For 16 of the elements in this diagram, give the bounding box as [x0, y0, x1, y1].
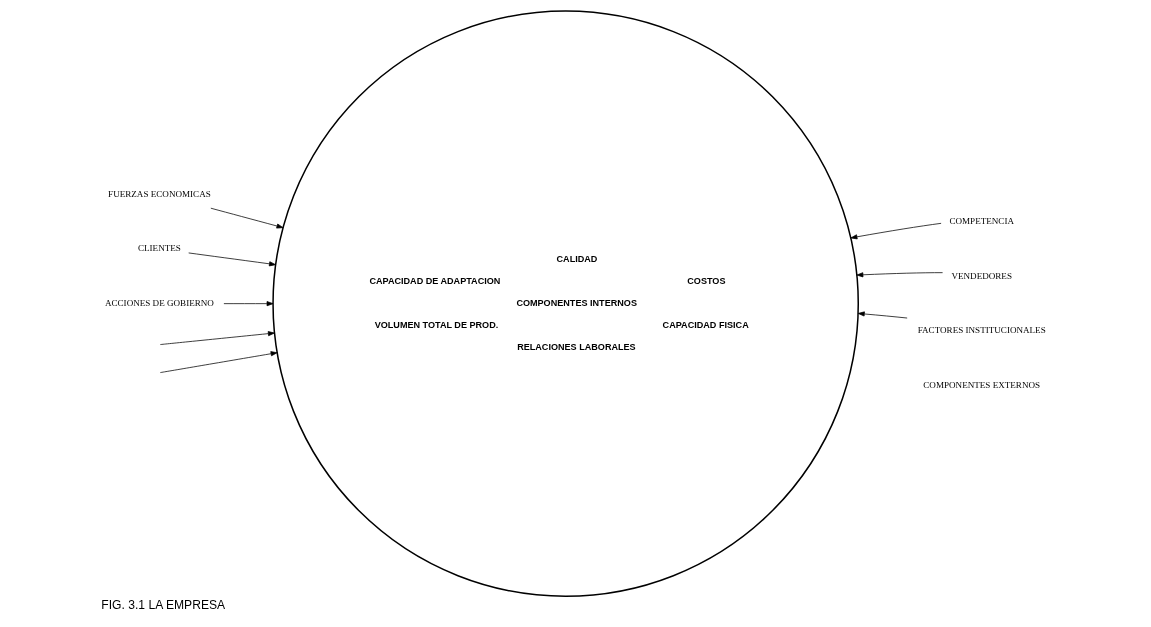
- arrow: [850, 222, 942, 240]
- arrow: [188, 252, 276, 267]
- node-text: CLIENTES: [138, 243, 181, 254]
- arrow: [159, 351, 278, 373]
- arrow: [210, 207, 284, 229]
- arrow: [856, 272, 943, 278]
- node-text: FUERZAS ECONOMICAS: [108, 188, 211, 199]
- caption: FIG. 3.1 LA EMPRESA: [101, 597, 226, 612]
- label: COMPONENTES EXTERNOS: [923, 379, 1041, 390]
- arrow: [223, 301, 274, 307]
- arrow: [857, 311, 908, 319]
- node-text: VENDEDORES: [951, 270, 1012, 281]
- arrow: [159, 331, 275, 345]
- node-text: ACCIONES DE GOBIERNO: [104, 298, 214, 308]
- node-text: FACTORES INSTITUCIONALES: [917, 325, 1046, 336]
- node-text: COMPETENCIA: [949, 216, 1014, 227]
